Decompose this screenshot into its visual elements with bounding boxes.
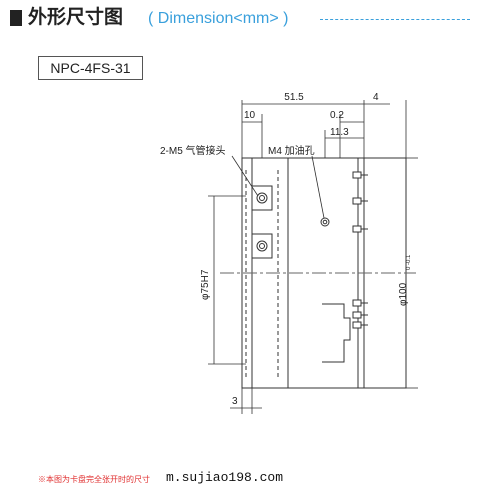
section-header: 外形尺寸图 ( Dimension<mm> ) <box>10 6 472 32</box>
dim-small-offset: 0.2 <box>330 110 344 121</box>
header-square-icon <box>10 10 22 26</box>
jaw-profile <box>322 303 351 363</box>
dim-inner-diameter: φ75H7 <box>200 269 211 300</box>
label-air-port: 2-M5 气管接头 <box>160 144 226 157</box>
side-screws <box>352 171 368 329</box>
header-dashed-line <box>320 19 470 20</box>
footnote: ※本图为卡盘完全张开时的尺寸 <box>38 475 150 484</box>
dim-right-offset: 4 <box>373 92 379 103</box>
dim-overall-width: 51.5 <box>284 92 304 103</box>
label-oil-hole: M4 加油孔 <box>268 144 315 157</box>
dim-hole-offset: 11.3 <box>330 127 349 138</box>
watermark: m.sujiao198.com <box>166 470 284 485</box>
dim-outer-tolerance: 0 -0.1 <box>406 254 412 270</box>
dim-outer-diameter: φ100 <box>398 282 409 306</box>
dim-bottom-offset: 3 <box>232 396 238 407</box>
oil-hole-group <box>320 217 330 227</box>
header-title: 外形尺寸图 <box>28 7 124 28</box>
dim-left-width: 10 <box>244 110 256 121</box>
header-subtitle: ( Dimension<mm> ) <box>148 10 289 27</box>
model-label: NPC-4FS-31 <box>38 56 143 80</box>
air-port-group <box>251 185 273 259</box>
